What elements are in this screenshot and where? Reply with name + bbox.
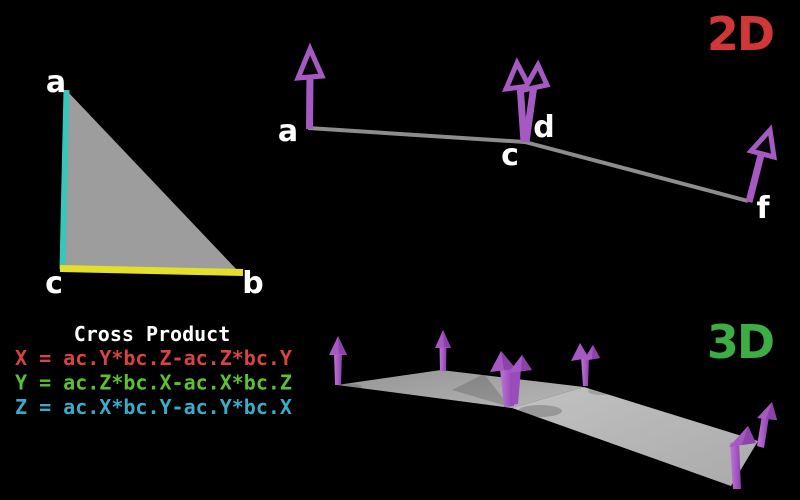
2d-point-label-a: a	[278, 114, 298, 149]
triangle-edge-cb	[59, 265, 244, 276]
3d-normal-arrow-3-double	[490, 351, 532, 407]
arrow-shaft	[516, 83, 528, 143]
cross-product-legend: Cross Product X = ac.Y*bc.Z-ac.Z*bc.Y Y …	[15, 322, 292, 419]
2d-point-label-c: c	[501, 138, 519, 173]
arrow-head-icon	[571, 343, 589, 361]
cross-product-formula-y: Y = ac.Z*bc.X-ac.X*bc.Z	[15, 371, 292, 395]
arrow-head-shade	[521, 355, 532, 371]
arrow-shaft	[522, 84, 538, 143]
surface-shadow	[588, 387, 614, 395]
2d-normal-arrow-a	[294, 42, 326, 130]
2d-point-label-d: d	[533, 110, 554, 145]
2d-surface-line	[307, 126, 749, 203]
3d-normal-arrow-6	[757, 402, 777, 448]
arrow-head-shade	[592, 345, 600, 359]
arrow-head-shade	[338, 336, 347, 355]
triangle-diagram: a c b	[45, 65, 264, 301]
triangle-vertex-label-c: c	[45, 266, 63, 301]
arrow-shaft	[511, 369, 521, 405]
surface-shadow	[338, 383, 362, 391]
2d-panel: 2D a c d f	[278, 7, 778, 226]
arrow-head-shade	[742, 426, 756, 445]
surface-shadow	[518, 405, 562, 417]
arrow-shaft	[730, 441, 741, 489]
2d-point-label-f: f	[756, 191, 770, 226]
arrow-head-icon	[294, 42, 326, 81]
arrow-head-icon	[519, 59, 551, 94]
2d-panel-title: 2D	[707, 7, 773, 61]
2d-normal-arrow-c1	[501, 57, 533, 143]
triangle-edge-ac	[59, 89, 70, 270]
arrow-shaft	[581, 357, 589, 386]
2d-normal-arrow-d	[519, 59, 551, 143]
cross-product-formula-x: X = ac.Y*bc.Z-ac.Z*bc.Y	[15, 346, 292, 370]
triangle-fill	[63, 92, 238, 271]
arrow-head-icon	[501, 57, 533, 93]
3d-normal-arrow-1	[329, 336, 347, 385]
arrow-shaft	[439, 345, 447, 371]
arrow-shaft	[757, 415, 769, 448]
arrow-head-shade	[443, 330, 451, 348]
triangle-vertex-label-a: a	[46, 65, 66, 100]
cross-product-formula-z: Z = ac.X*bc.Y-ac.Y*bc.X	[15, 395, 292, 419]
3d-normal-arrow-4-double	[571, 343, 600, 386]
arrow-shaft	[745, 150, 766, 203]
3d-normal-arrow-5	[729, 426, 756, 489]
2d-normal-arrow-f	[745, 124, 778, 203]
3d-normal-arrow-2	[435, 330, 451, 371]
surface-shadow	[452, 374, 510, 407]
arrow-head-icon	[746, 124, 778, 161]
3d-panel-title: 3D	[707, 315, 773, 369]
arrow-shaft	[500, 367, 514, 407]
3d-surface-quad-left	[337, 370, 584, 408]
cross-product-title: Cross Product	[74, 322, 231, 346]
arrow-head-shade	[501, 351, 516, 370]
arrow-shaft	[334, 352, 342, 385]
arrow-shaft	[306, 73, 314, 130]
3d-surface-quad-right	[512, 387, 758, 486]
triangle-vertex-label-b: b	[242, 266, 263, 301]
3d-panel: 3D	[329, 315, 777, 489]
arrow-head-shade	[766, 402, 777, 420]
